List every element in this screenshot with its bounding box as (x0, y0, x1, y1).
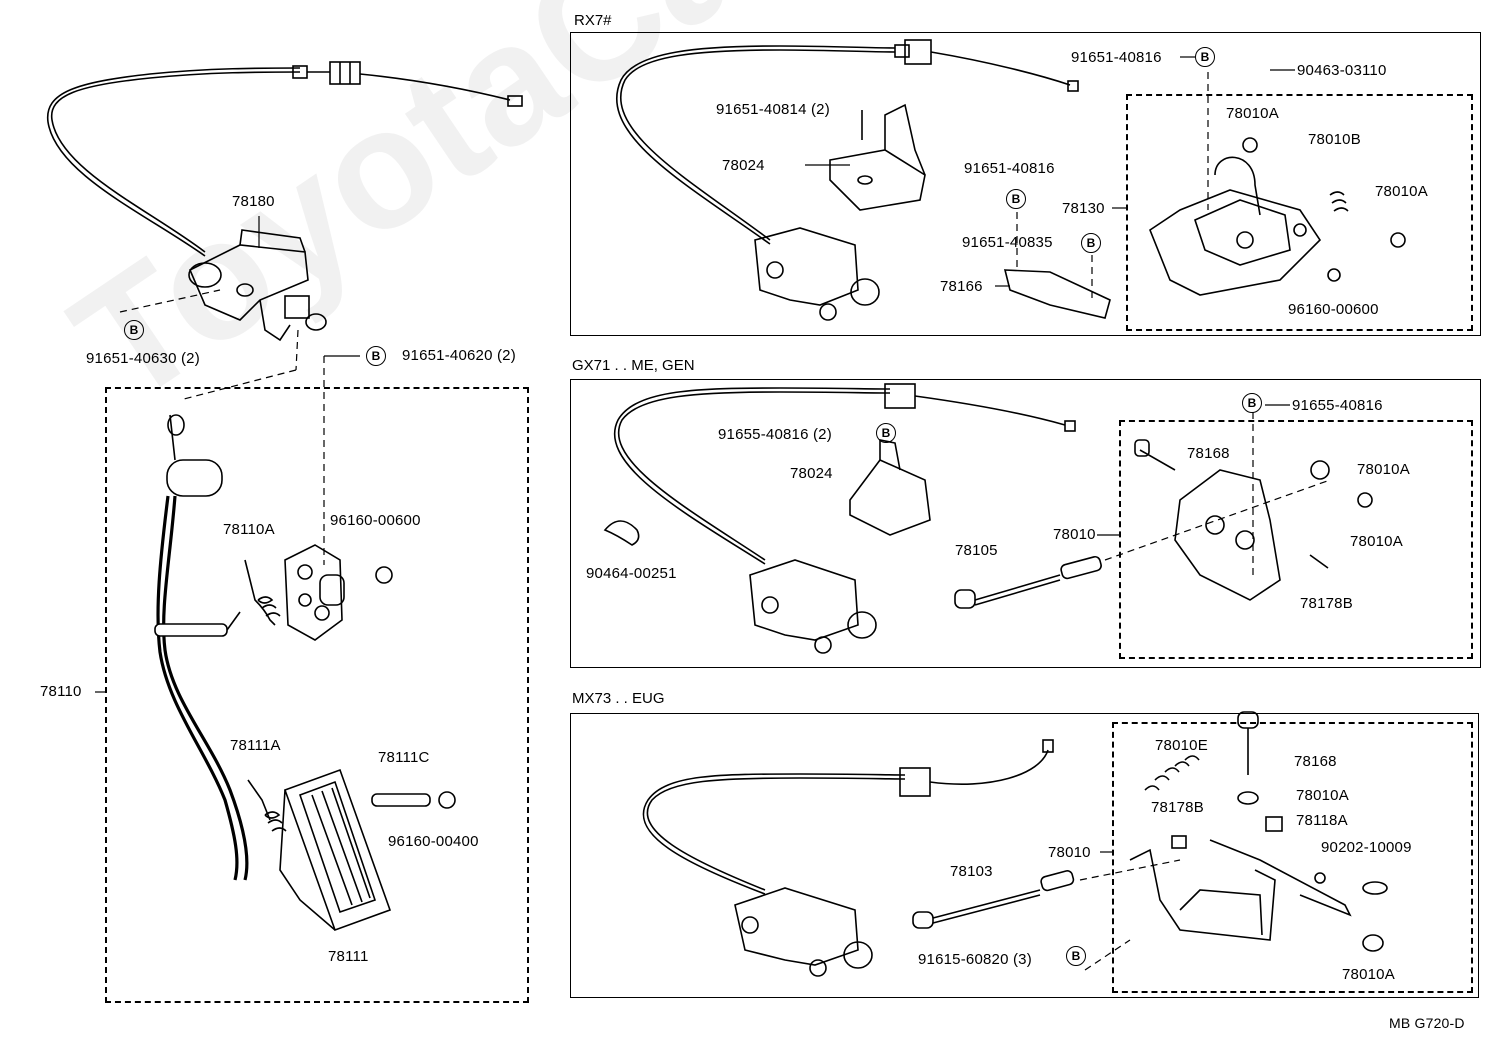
cable-clamp-78180-drawing (188, 229, 327, 342)
label-rx7-91651-40814: 91651-40814 (2) (716, 101, 830, 118)
label-mx73-78103: 78103 (950, 863, 993, 880)
label-gx71-78010A-a: 78010A (1357, 461, 1410, 478)
label-78111C: 78111C (378, 749, 430, 766)
label-mx73-78010: 78010 (1048, 844, 1091, 861)
bracket-drawing (284, 544, 345, 641)
label-mx73-90202-10009: 90202-10009 (1321, 839, 1412, 856)
label-mx73-91615-60820: 91615-60820 (3) (918, 951, 1032, 968)
rx7-frame (570, 32, 1481, 336)
label-78110A: 78110A (223, 521, 275, 538)
gx71-frame (570, 379, 1481, 668)
label-rx7-90463-03110: 90463-03110 (1297, 62, 1387, 79)
label-91651-40630: 91651-40630 (2) (86, 350, 200, 367)
label-78180: 78180 (232, 193, 275, 210)
bolt-icon: B (1006, 189, 1026, 209)
leader-91651-40630 (119, 289, 221, 313)
label-rx7-78166: 78166 (940, 278, 983, 295)
mx73-leader-axis (1079, 859, 1181, 881)
gx71-leader-axis (1104, 479, 1331, 561)
mx73-lever-assembly-drawing (1129, 711, 1388, 952)
label-gx71-91655-40816-2: 91655-40816 (2) (718, 426, 832, 443)
spring-78110A-drawing (244, 559, 281, 626)
gx71-clip-90464-drawing (603, 520, 640, 546)
label-gx71-78178B: 78178B (1300, 595, 1353, 612)
label-mx73-78010A-b: 78010A (1342, 966, 1395, 983)
label-rx7-78130: 78130 (1062, 200, 1105, 217)
label-rx7-78024: 78024 (722, 157, 765, 174)
pedal-pad-78111-drawing (279, 768, 392, 932)
pedal-assembly-box (105, 387, 529, 1003)
bolt-icon: B (1081, 233, 1101, 253)
leader-lines (95, 56, 1295, 853)
label-91651-40620: 91651-40620 (2) (402, 347, 516, 364)
bolt-icon: B (366, 346, 386, 366)
bolt-icon: B (1066, 946, 1086, 966)
rx7-lever-assembly-drawing (1149, 137, 1406, 296)
label-78111A: 78111A (230, 737, 281, 754)
label-rx7-78010A-a: 78010A (1226, 105, 1279, 122)
label-mx73-78168: 78168 (1294, 753, 1337, 770)
rx7-plate-78166-drawing (1003, 269, 1111, 319)
label-96160-00400: 96160-00400 (388, 833, 479, 850)
clip-96160-00600-drawing (375, 566, 393, 584)
label-gx71-78010A-b: 78010A (1350, 533, 1403, 550)
label-rx7-96160-00600: 96160-00600 (1288, 301, 1379, 318)
mx73-leader-b (1084, 939, 1131, 971)
gx71-lever-assembly-box (1119, 420, 1473, 659)
label-rx7-78010A-b: 78010A (1375, 183, 1428, 200)
label-gx71-78010: 78010 (1053, 526, 1096, 543)
bolt-icon: B (1242, 393, 1262, 413)
label-gx71-90464-00251: 90464-00251 (586, 565, 677, 582)
pedal-arm-drawing (154, 414, 249, 881)
pin-78111C-drawing (371, 791, 456, 809)
label-78110: 78110 (40, 683, 82, 700)
rx7-lever-assembly-box (1126, 94, 1473, 331)
label-rx7-78010B: 78010B (1308, 131, 1361, 148)
label-rx7-91651-40816-top: 91651-40816 (1071, 49, 1162, 66)
mx73-frame (570, 713, 1479, 998)
mx73-cable-drawing (642, 739, 1054, 977)
spring-78111A-drawing (247, 779, 287, 832)
label-rx7-91651-40816-mid: 91651-40816 (964, 160, 1055, 177)
leader-cable-to-pedal-b (179, 369, 297, 401)
label-gx71-78024: 78024 (790, 465, 833, 482)
gx71-lever-assembly-drawing (1134, 439, 1373, 601)
gx71-bracket-78024-drawing (849, 439, 931, 536)
rx7-bracket-78024-drawing (829, 103, 926, 211)
label-mx73-78010E: 78010E (1155, 737, 1208, 754)
gx71-cable-drawing (613, 383, 1076, 654)
rx7-cable-drawing (615, 39, 1079, 321)
section-header-mx73: MX73 . . EUG (572, 690, 665, 707)
label-gx71-78105: 78105 (955, 542, 998, 559)
label-rx7-91651-40835: 91651-40835 (962, 234, 1053, 251)
gx71-rod-78105-drawing (954, 555, 1102, 609)
footer-code: MB G720-D (1389, 1015, 1465, 1031)
bolt-icon: B (124, 320, 144, 340)
label-gx71-91655-40816: 91655-40816 (1292, 397, 1383, 414)
label-mx73-78010A-a: 78010A (1296, 787, 1349, 804)
section-header-rx7: RX7# (574, 12, 612, 29)
mx73-rod-78103-drawing (912, 870, 1075, 929)
bolt-icon: B (1195, 47, 1215, 67)
bolt-icon: B (876, 423, 896, 443)
mx73-lever-assembly-box (1112, 722, 1473, 993)
section-header-gx71: GX71 . . ME, GEN (572, 357, 695, 374)
leader-cable-to-pedal (295, 329, 299, 371)
label-gx71-78168: 78168 (1187, 445, 1230, 462)
main-cable-drawing (46, 61, 523, 257)
label-mx73-78178B: 78178B (1151, 799, 1204, 816)
label-mx73-78118A: 78118A (1296, 812, 1348, 829)
label-78111: 78111 (328, 948, 369, 965)
label-96160-00600-left: 96160-00600 (330, 512, 421, 529)
